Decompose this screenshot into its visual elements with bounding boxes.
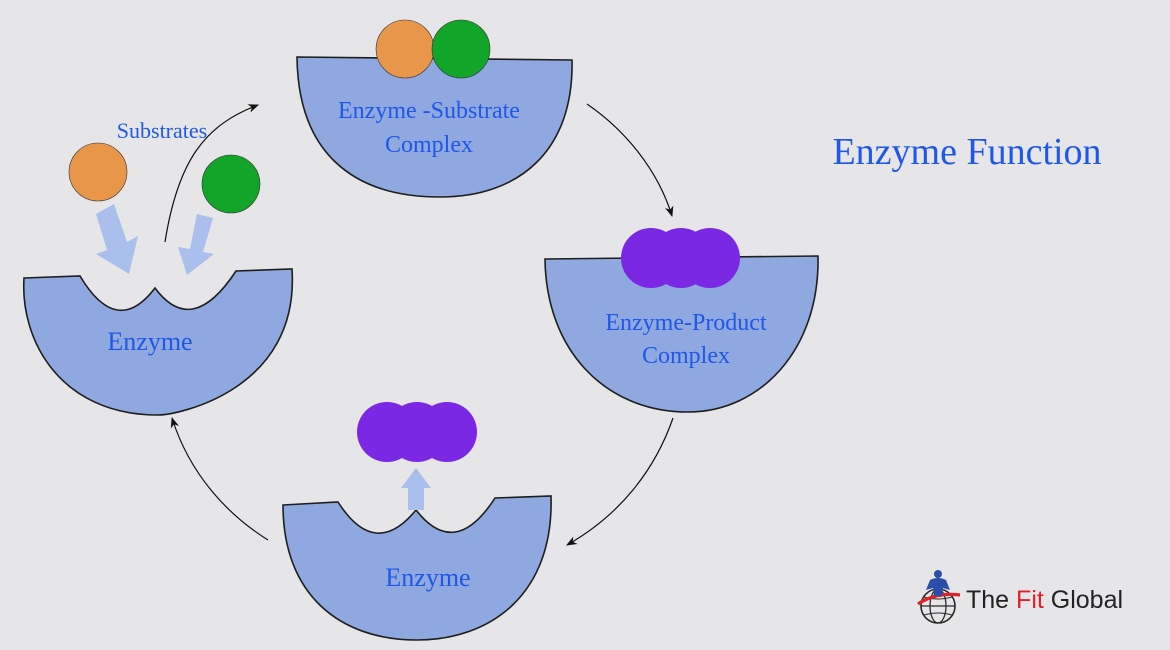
product-molecule-released bbox=[357, 402, 477, 462]
brand-logo: The Fit Global bbox=[916, 568, 1156, 628]
enzyme-bottom: Enzyme bbox=[282, 495, 552, 641]
substrate-orange-bound bbox=[375, 19, 435, 79]
brand-word-global: Global bbox=[1050, 586, 1124, 614]
substrate-green bbox=[201, 154, 261, 214]
substrate-in-arrow-right bbox=[178, 214, 214, 275]
product-out-arrow bbox=[401, 468, 431, 510]
cycle-arrow-to-left-enzyme bbox=[170, 416, 269, 541]
brand-name: The Fit Global bbox=[966, 586, 1123, 615]
substrate-green-bound bbox=[431, 19, 491, 79]
enzyme-left: Enzyme bbox=[22, 268, 293, 416]
substrate-in-arrow-left bbox=[96, 204, 138, 274]
cycle-arrow-to-ep-complex bbox=[586, 103, 674, 218]
cycle-arrow-to-es-complex bbox=[164, 104, 260, 243]
enzyme-product-complex: Enzyme-Product Complex bbox=[544, 228, 819, 413]
product-molecule-bound bbox=[621, 228, 740, 288]
brand-word-the: The bbox=[966, 586, 1010, 614]
enzyme-substrate-complex: Enzyme -Substrate Complex bbox=[296, 19, 573, 198]
cycle-arrow-to-bottom-enzyme bbox=[566, 417, 674, 546]
ep-complex-label-line2: Complex bbox=[642, 343, 730, 369]
es-complex-label-line1: Enzyme -Substrate bbox=[338, 98, 520, 124]
globe-runner-icon bbox=[917, 570, 961, 624]
enzyme-bottom-label: Enzyme bbox=[385, 563, 470, 592]
substrate-orange bbox=[68, 142, 128, 202]
ep-complex-label-line1: Enzyme-Product bbox=[605, 310, 767, 336]
brand-word-fit: Fit bbox=[1016, 586, 1044, 614]
es-complex-label-line2: Complex bbox=[385, 132, 473, 158]
diagram-title: Enzyme Function bbox=[832, 131, 1101, 173]
enzyme-left-label: Enzyme bbox=[107, 327, 192, 356]
substrates-label: Substrates bbox=[117, 118, 207, 143]
